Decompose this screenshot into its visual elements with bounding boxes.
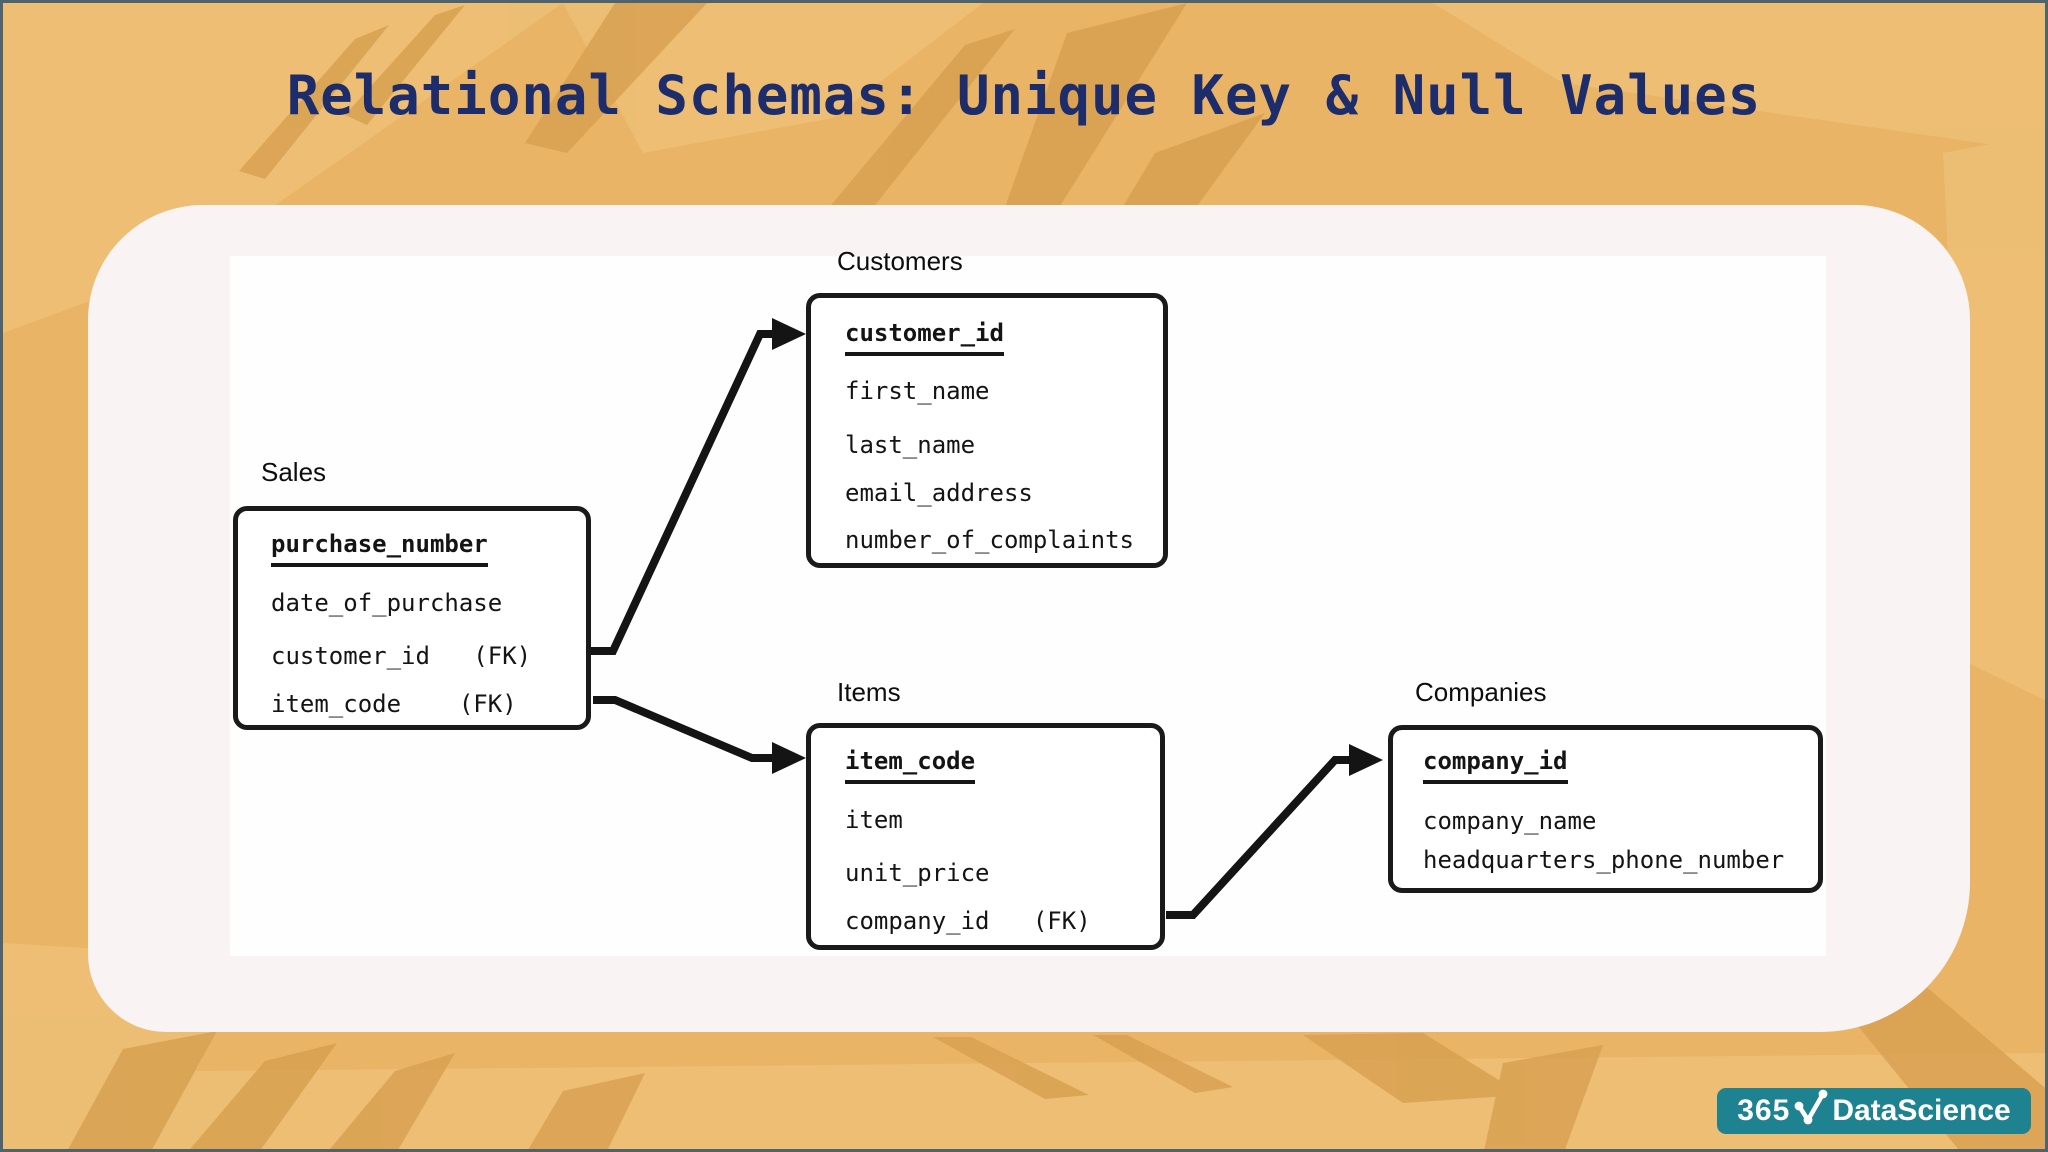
field-first-name: first_name — [845, 377, 990, 405]
field-unit-price: unit_price — [845, 859, 990, 887]
logo-365datascience: 365 DataScience — [1717, 1088, 2031, 1134]
table-items-title: Items — [837, 677, 901, 707]
table-customers: customer_id first_name last_name email_a… — [806, 293, 1168, 568]
field-customer-id: customer_id — [845, 318, 1004, 356]
table-sales: purchase_number date_of_purchase custome… — [233, 506, 591, 730]
field-email-address: email_address — [845, 479, 1033, 507]
field-last-name: last_name — [845, 431, 976, 459]
table-items: item_code item unit_price company_id (FK… — [806, 723, 1165, 950]
logo-365-text: 365 — [1737, 1094, 1791, 1127]
field-item: item — [845, 806, 903, 834]
field-purchase-number: purchase_number — [271, 529, 488, 567]
field-company-id-fk: company_id (FK) — [845, 907, 1091, 935]
table-companies-title: Companies — [1415, 677, 1547, 707]
field-item-code-fk: item_code (FK) — [271, 690, 517, 718]
check-molecule-icon — [1794, 1089, 1828, 1125]
field-item-code: item_code — [845, 746, 976, 784]
table-customers-title: Customers — [837, 246, 963, 276]
page-title: Relational Schemas: Unique Key & Null Va… — [286, 64, 1762, 127]
logo-datascience-text: DataScience — [1832, 1094, 2011, 1127]
table-sales-title: Sales — [261, 457, 327, 487]
field-company-name: company_name — [1423, 807, 1597, 835]
field-customer-id-fk: customer_id (FK) — [271, 642, 532, 670]
field-headquarters-phone-number: headquarters_phone_number — [1423, 846, 1785, 874]
field-number-of-complaints: number_of_complaints — [845, 526, 1134, 554]
table-companies: company_id company_name headquarters_pho… — [1388, 725, 1823, 893]
field-company-id: company_id — [1423, 746, 1568, 784]
field-date-of-purchase: date_of_purchase — [271, 589, 503, 617]
